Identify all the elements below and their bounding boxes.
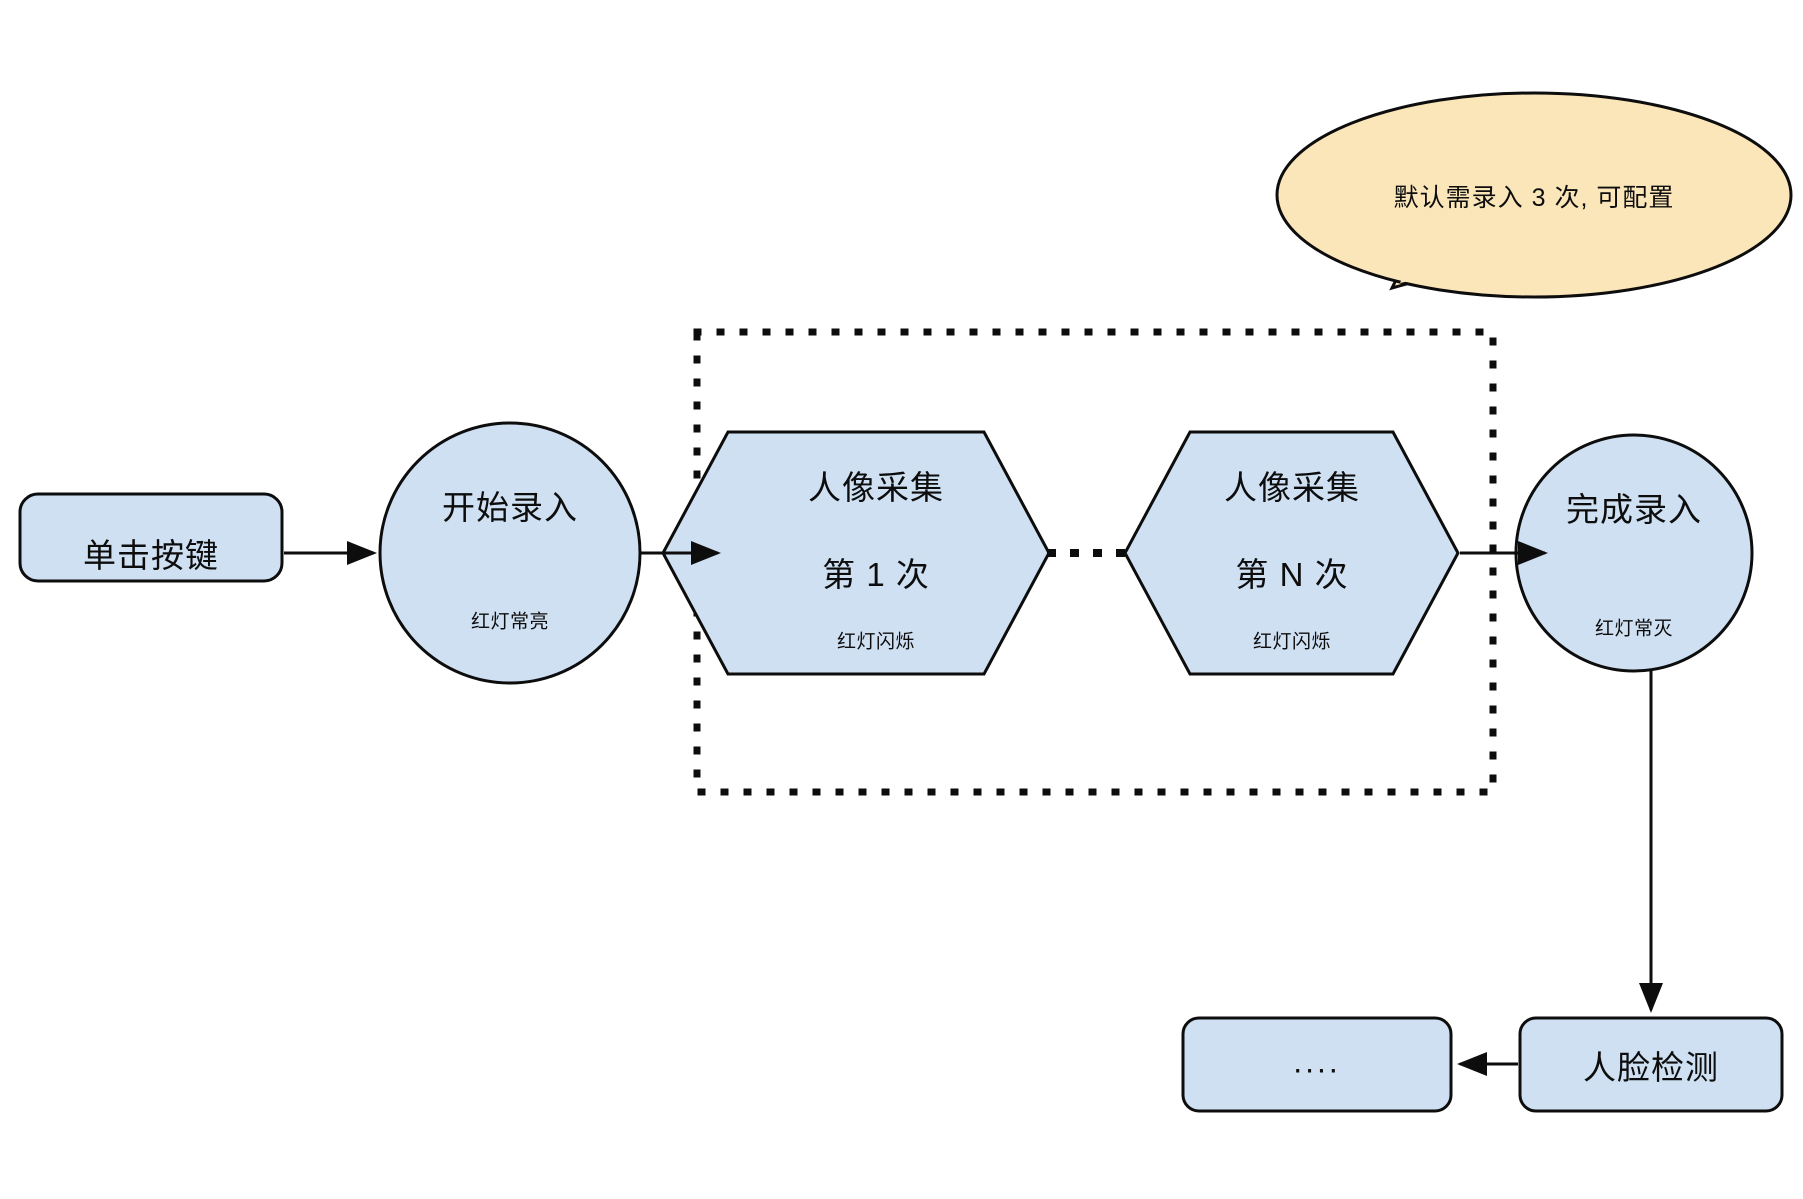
node-start-enroll-shape[interactable] [378, 421, 642, 685]
capture-loop-group-box [693, 328, 1497, 796]
node-capture-nth-shape[interactable] [1123, 430, 1460, 676]
node-click-key-shape[interactable] [18, 492, 284, 583]
callout-bubble-shape[interactable] [1275, 91, 1793, 299]
node-face-detect-shape[interactable] [1518, 1016, 1784, 1113]
node-finish-enroll-shape[interactable] [1514, 433, 1754, 673]
node-capture-first-shape[interactable] [661, 430, 1051, 676]
node-more-steps-shape[interactable] [1181, 1016, 1453, 1113]
